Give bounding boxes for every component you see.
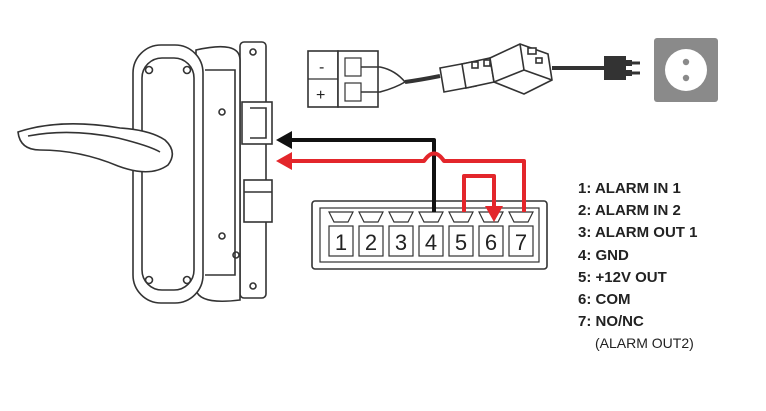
black-wire-gnd [290, 138, 436, 212]
terminal-pin-label: 1 [335, 230, 347, 255]
red-jumper-5-6 [462, 174, 496, 212]
mains-plug [604, 56, 640, 80]
terminal-pin-label: 4 [425, 230, 437, 255]
legend-item-2: 2: ALARM IN 2 [578, 202, 681, 220]
door-lock-illustration [17, 41, 273, 304]
wall-socket-icon [654, 38, 718, 102]
minus-symbol: - [319, 59, 324, 76]
red-wire-nonc [290, 151, 526, 212]
legend-item-6: 6: COM [578, 291, 631, 309]
terminal-pin-5: 5 [448, 211, 474, 257]
legend-item-7: 7: NO/NC [578, 313, 644, 331]
power-terminal-block: - + [307, 50, 406, 108]
legend-item-4: 4: GND [578, 246, 629, 264]
terminal-pin-1: 1 [328, 211, 354, 257]
terminal-pin-label: 5 [455, 230, 467, 255]
black-wire-arrowhead [276, 131, 292, 149]
legend-item-3: 3: ALARM OUT 1 [578, 224, 698, 242]
jumper-arrowhead [485, 206, 503, 222]
red-wire-arrowhead [276, 152, 292, 170]
terminal-pin-2: 2 [358, 211, 384, 257]
terminal-pin-6: 6 [478, 211, 504, 257]
power-cable [404, 74, 441, 84]
legend-item-5: 5: +12V OUT [578, 268, 667, 286]
legend-item-7-note: (ALARM OUT2) [595, 335, 694, 352]
legend-item-1: 1: ALARM IN 1 [578, 180, 681, 197]
terminal-pin-label: 7 [515, 230, 527, 255]
terminal-pin-label: 3 [395, 230, 407, 255]
pin-legend: 1: ALARM IN 1 2: ALARM IN 2 3: ALARM OUT… [578, 178, 758, 353]
terminal-pin-label: 2 [365, 230, 377, 255]
terminal-pin-3: 3 [388, 211, 414, 257]
terminal-pin-7: 7 [508, 211, 534, 257]
power-adapter [439, 43, 553, 95]
plus-symbol: + [316, 87, 325, 104]
terminal-pin-4: 4 [418, 211, 444, 257]
terminal-pin-label: 6 [485, 230, 497, 255]
